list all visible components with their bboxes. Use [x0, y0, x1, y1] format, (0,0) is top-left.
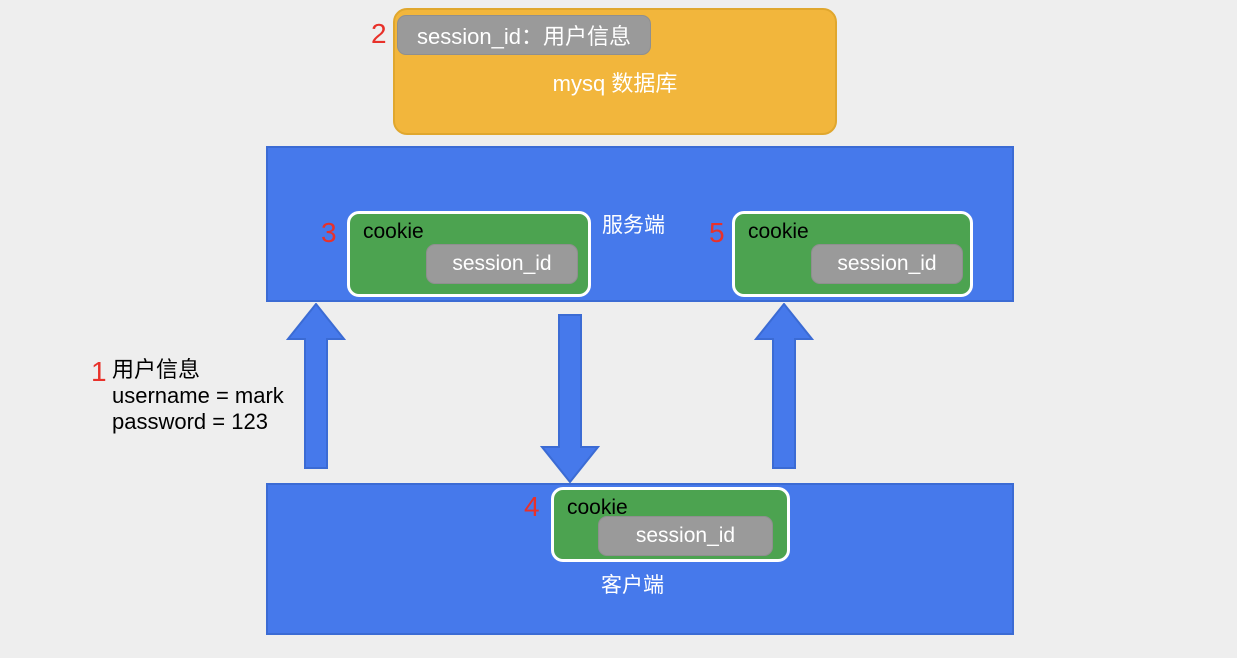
database-title: mysq 数据库	[552, 71, 678, 96]
step-number-4: 4	[524, 491, 540, 522]
client-cookie-box: cookie session_id	[551, 487, 790, 562]
credentials-heading: 用户信息	[112, 357, 201, 382]
credentials-block: 用户信息 username = mark password = 123	[112, 357, 284, 435]
server-cookie-box-2: cookie session_id	[732, 211, 973, 297]
session-id-pill: session_id	[598, 516, 773, 556]
credentials-password: password = 123	[112, 409, 268, 434]
session-id-pill: session_id	[811, 244, 963, 284]
client-label: 客户端	[601, 574, 664, 597]
cookie-title: cookie	[567, 496, 628, 519]
step-number-2: 2	[371, 18, 387, 49]
step-number-1: 1	[91, 356, 107, 387]
arrow-server-to-client-setcookie	[540, 314, 600, 483]
database-session-pill: session_id：用户信息	[397, 15, 651, 55]
arrow-client-to-server-withcookie	[754, 303, 814, 469]
credentials-username: username = mark	[112, 383, 284, 408]
arrow-client-to-server-login	[286, 303, 346, 469]
step-number-3: 3	[321, 217, 337, 248]
session-id-pill: session_id	[426, 244, 578, 284]
cookie-title: cookie	[748, 220, 809, 243]
server-cookie-box-1: cookie session_id	[347, 211, 591, 297]
cookie-title: cookie	[363, 220, 424, 243]
step-number-5: 5	[709, 217, 725, 248]
server-label: 服务端	[602, 214, 665, 237]
